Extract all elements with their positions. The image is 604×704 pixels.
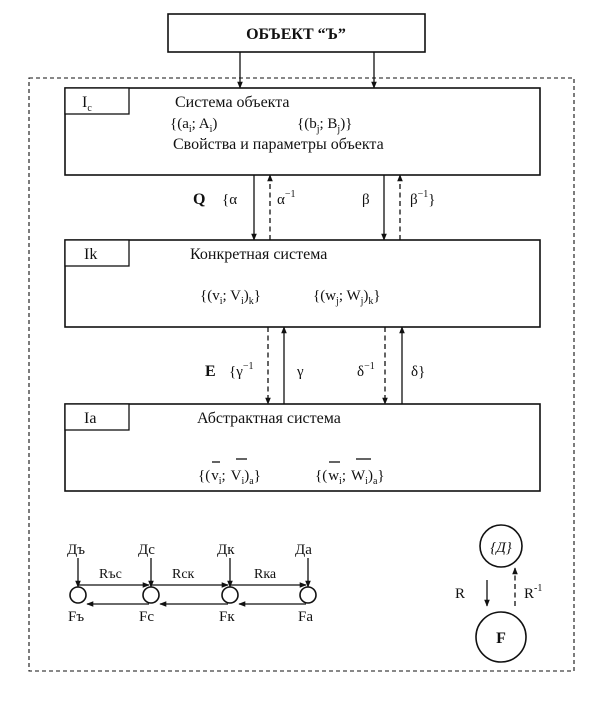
chain-node-1: [142, 586, 160, 604]
object-system-set-b: {(bj; Bj)}: [297, 116, 352, 135]
object-system-tab-label: Ic: [82, 94, 92, 114]
chain-bottom-label-2: Fк: [219, 609, 235, 625]
chain-node-0: [69, 586, 87, 604]
chain-top-label-1: Дс: [138, 542, 155, 558]
abstract-system-name: Абстрактная система: [197, 410, 341, 427]
relation-label-0: Rъс: [99, 567, 122, 582]
concrete-system-set-v: {(vi; Vi)k}: [200, 288, 261, 307]
object-system-properties: Свойства и параметры объекта: [173, 136, 384, 153]
mapping-delta-inverse-label: δ−1: [357, 361, 375, 380]
object-box: [167, 13, 426, 53]
concrete-system-box: [64, 239, 541, 328]
chain-top-label-3: Да: [295, 542, 312, 558]
concrete-system-set-w: {(wj; Wj)k}: [313, 288, 381, 307]
object-system-name: Система объекта: [175, 94, 290, 111]
abstract-system-set-w: {(wi;Wi)a}: [315, 468, 385, 487]
mapping-gamma-label: γ: [296, 364, 304, 380]
mapping-beta-inverse-label: β−1}: [410, 189, 435, 208]
relation-label-1: Rск: [172, 567, 195, 582]
object-system-set-a: {(ai; Ai): [170, 116, 217, 135]
abstract-system-box: [64, 403, 541, 492]
chain-top-label-0: Дъ: [67, 542, 85, 558]
chain-top-label-2: Дк: [217, 542, 235, 558]
chain-bottom-label-0: Fъ: [68, 609, 84, 625]
legend-top-circle: [479, 524, 523, 568]
mapping-alpha-inverse-label: α−1: [277, 189, 296, 208]
abstract-system-tab: [64, 403, 130, 431]
relation-label-2: Rка: [254, 567, 277, 582]
mapping-q-label: Q: [193, 191, 205, 208]
concrete-system-tab-label: Ik: [84, 246, 97, 263]
object-system-tab: [64, 87, 130, 115]
abstract-system-set-v: {(vi;Vi)a}: [198, 468, 261, 487]
mapping-beta-label: β: [362, 192, 370, 208]
abstract-system-tab-label: Ia: [84, 410, 96, 427]
object-system-box: [64, 87, 541, 176]
mapping-alpha-label: {α: [222, 192, 237, 208]
dashed-frame: [28, 77, 575, 672]
chain-bottom-label-3: Fa: [298, 609, 313, 625]
mapping-delta-label: δ}: [411, 364, 425, 380]
mapping-e-label: E: [205, 363, 216, 380]
concrete-system-tab: [64, 239, 130, 267]
concrete-system-name: Конкретная система: [190, 246, 327, 263]
legend-bottom-label: F: [496, 630, 506, 647]
legend-forward-label: R: [455, 586, 465, 602]
mapping-gamma-inverse-label: {γ−1: [229, 361, 253, 380]
chain-node-3: [299, 586, 317, 604]
legend-bottom-circle: [475, 611, 527, 663]
chain-bottom-label-1: Fc: [139, 609, 154, 625]
object-title: ОБЪЕКТ “Ъ”: [246, 26, 346, 43]
legend-top-label: {Д}: [490, 540, 512, 556]
chain-node-2: [221, 586, 239, 604]
legend-inverse-label: R-1: [524, 583, 542, 602]
